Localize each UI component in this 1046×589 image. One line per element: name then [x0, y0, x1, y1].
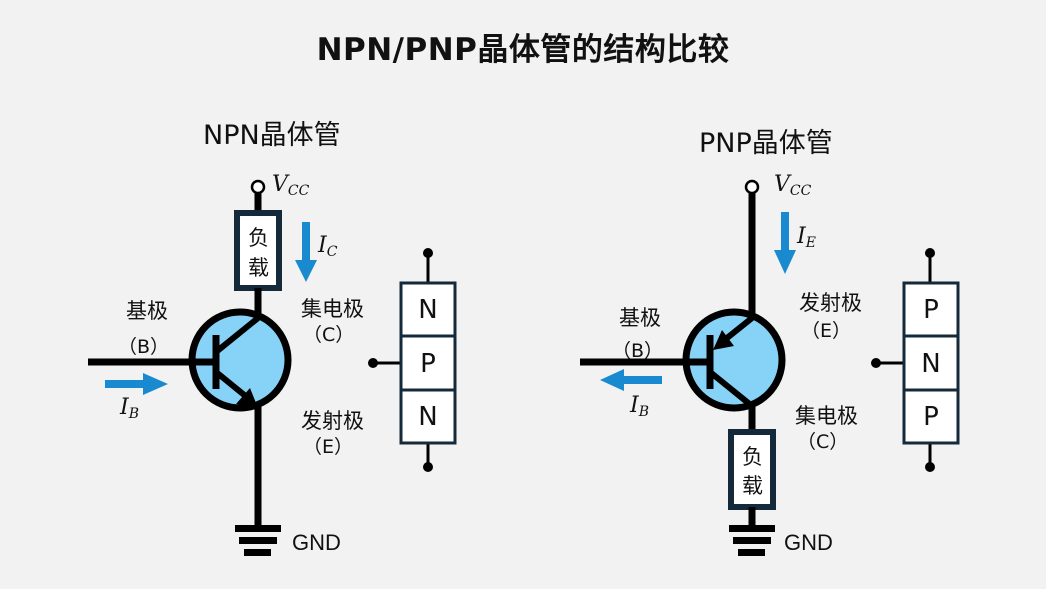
npn-load-char-2: 载	[248, 256, 269, 280]
npn-vcc-label: VCC	[272, 172, 309, 199]
npn-ground-label: GND	[292, 530, 341, 555]
npn-ib-subscript: B	[128, 406, 139, 422]
npn-layer-bottom-label: N	[418, 402, 438, 432]
pnp-ie-subscript: E	[805, 235, 816, 251]
pnp-ie-label: IE	[797, 224, 816, 251]
pnp-collector-letter: （C）	[797, 431, 849, 453]
pnp-ib-subscript: B	[638, 404, 649, 420]
pnp-heading: PNP晶体管	[699, 128, 833, 159]
pnp-emitter-label: 发射极	[799, 291, 862, 315]
npn-emitter-arrow-icon	[236, 388, 258, 408]
pnp-vcc-label: VCC	[774, 172, 811, 199]
pnp-base-label: 基极	[619, 306, 661, 330]
npn-vcc-symbol: V	[272, 172, 288, 197]
npn-ic-subscript: C	[326, 244, 338, 260]
pnp-layer-top-label: P	[923, 295, 939, 325]
npn-emitter-letter: （E）	[303, 436, 354, 458]
pnp-emitter-arrow-icon	[713, 330, 734, 350]
pnp-ground-label: GND	[784, 530, 833, 555]
pnp-layer-top	[902, 281, 960, 338]
npn-ic-arrow-icon	[295, 222, 317, 282]
npn-collector-label: 集电极	[301, 297, 364, 321]
npn-emitter-label: 发射极	[301, 409, 364, 433]
pnp-circuit	[580, 179, 960, 556]
npn-collector-letter: （C）	[303, 324, 355, 346]
npn-ib-label: IB	[120, 395, 139, 422]
pnp-vcc-subscript: CC	[789, 183, 812, 199]
npn-layer-top-label: N	[418, 295, 438, 325]
pnp-ib-symbol: I	[630, 393, 639, 418]
pnp-collector-lead	[708, 369, 754, 409]
pnp-base-letter: （B）	[612, 340, 664, 362]
npn-heading: NPN晶体管	[203, 120, 341, 151]
pnp-layer-middle	[902, 334, 960, 392]
npn-base-letter: （B）	[118, 336, 170, 358]
pnp-emitter-letter: （E）	[801, 320, 852, 342]
pnp-vcc-symbol: V	[774, 172, 790, 197]
npn-emitter-lead	[214, 369, 250, 401]
npn-ic-label: IC	[318, 233, 337, 260]
npn-circuit	[88, 179, 457, 556]
pnp-ground-icon	[729, 525, 775, 556]
npn-load-char-1: 负	[248, 226, 269, 250]
npn-layer-middle	[399, 334, 457, 392]
pnp-vcc-terminal	[744, 179, 760, 195]
pnp-load-char-2: 载	[742, 474, 763, 498]
pnp-ie-symbol: I	[797, 224, 806, 249]
page-title: NPN/PNP晶体管的结构比较	[316, 32, 730, 68]
npn-ib-symbol: I	[120, 395, 129, 420]
npn-ib-arrow-icon	[105, 373, 168, 395]
pnp-layer-stack	[871, 248, 960, 472]
npn-layer-stack	[368, 248, 457, 472]
pnp-layer-bottom-label: P	[923, 402, 939, 432]
npn-vcc-terminal	[250, 179, 266, 195]
pnp-load-char-1: 负	[742, 445, 763, 469]
npn-ic-symbol: I	[318, 233, 327, 258]
pnp-ib-label: IB	[630, 393, 649, 420]
npn-vcc-subscript: CC	[287, 183, 310, 199]
pnp-layer-middle-label: N	[921, 349, 941, 379]
npn-layer-bottom	[399, 388, 457, 445]
npn-base-label: 基极	[126, 299, 168, 323]
pnp-ie-arrow-icon	[774, 212, 796, 274]
npn-ground-icon	[235, 525, 281, 556]
npn-collector-lead	[214, 315, 260, 355]
pnp-ib-arrow-icon	[600, 369, 662, 391]
npn-layer-middle-label: P	[420, 349, 436, 379]
pnp-collector-label: 集电极	[795, 404, 858, 428]
pnp-layer-bottom	[902, 388, 960, 445]
